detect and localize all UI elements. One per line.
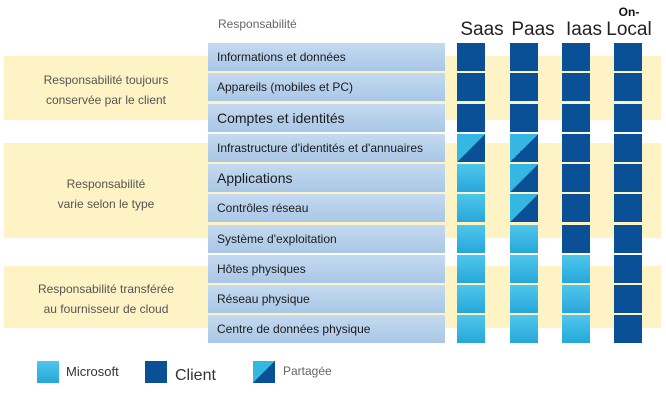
cell-client bbox=[614, 315, 642, 343]
cell-client bbox=[614, 194, 642, 222]
legend-client-swatch bbox=[145, 361, 167, 383]
cell-microsoft bbox=[510, 315, 538, 343]
group-label-provider: Responsabilité transférée au fournisseur… bbox=[37, 282, 175, 316]
cell-client bbox=[614, 225, 642, 253]
cell-microsoft bbox=[457, 194, 485, 222]
cell-client bbox=[614, 255, 642, 283]
row-label: Applications bbox=[208, 164, 445, 192]
legend-shared-swatch bbox=[253, 361, 275, 383]
cell-client bbox=[614, 164, 642, 192]
cell-client bbox=[457, 104, 485, 132]
model-header-top-3: On- bbox=[618, 5, 640, 19]
row-label: Contrôles réseau bbox=[208, 194, 445, 222]
cell-client bbox=[510, 104, 538, 132]
model-header-paas: Paas bbox=[511, 19, 555, 40]
legend-microsoft-label: Microsoft bbox=[66, 364, 119, 379]
row-label: Réseau physique bbox=[208, 285, 445, 313]
row-label: Infrastructure d'identités et d'annuaire… bbox=[208, 134, 445, 162]
cell-microsoft bbox=[510, 255, 538, 283]
cell-microsoft bbox=[457, 285, 485, 313]
legend-client-label: Client bbox=[175, 367, 216, 384]
cell-client bbox=[457, 43, 485, 71]
cell-microsoft bbox=[457, 225, 485, 253]
row-label: Comptes et identités bbox=[208, 104, 445, 132]
legend-shared-label: Partagée bbox=[283, 364, 332, 378]
cell-microsoft bbox=[510, 285, 538, 313]
cell-client bbox=[510, 43, 538, 71]
cell-microsoft bbox=[457, 255, 485, 283]
cell-shared bbox=[510, 134, 538, 162]
cell-client bbox=[457, 73, 485, 101]
group-label-varies: Responsabilité varie selon le type bbox=[57, 177, 155, 211]
cell-client bbox=[562, 104, 590, 132]
cell-client bbox=[562, 225, 590, 253]
cell-microsoft bbox=[457, 315, 485, 343]
cell-microsoft bbox=[457, 164, 485, 192]
model-header-local: Local bbox=[606, 19, 652, 40]
cell-client bbox=[614, 285, 642, 313]
model-header-iaas: Iaas bbox=[566, 19, 602, 40]
group-label-client: Responsabilité toujours conservée par le… bbox=[43, 73, 169, 107]
cell-client bbox=[614, 43, 642, 71]
cell-client bbox=[614, 73, 642, 101]
cell-shared bbox=[510, 164, 538, 192]
row-label: Système d'exploitation bbox=[208, 225, 445, 253]
cell-client bbox=[614, 134, 642, 162]
cell-client bbox=[562, 134, 590, 162]
row-label: Hôtes physiques bbox=[208, 255, 445, 283]
cell-client bbox=[614, 104, 642, 132]
cell-client bbox=[562, 43, 590, 71]
cell-microsoft bbox=[562, 255, 590, 283]
row-label: Centre de données physique bbox=[208, 315, 445, 343]
row-label: Appareils (mobiles et PC) bbox=[208, 73, 445, 101]
row-label: Informations et données bbox=[208, 43, 445, 71]
responsibility-header: Responsabilité bbox=[218, 17, 297, 31]
cell-microsoft bbox=[562, 315, 590, 343]
cell-client bbox=[510, 73, 538, 101]
cell-client bbox=[562, 194, 590, 222]
cell-client bbox=[562, 73, 590, 101]
cell-microsoft bbox=[562, 285, 590, 313]
cell-microsoft bbox=[510, 225, 538, 253]
cell-shared bbox=[457, 134, 485, 162]
cell-shared bbox=[510, 194, 538, 222]
legend-microsoft-swatch bbox=[37, 361, 59, 383]
cell-client bbox=[562, 164, 590, 192]
model-header-saas: Saas bbox=[460, 19, 504, 40]
